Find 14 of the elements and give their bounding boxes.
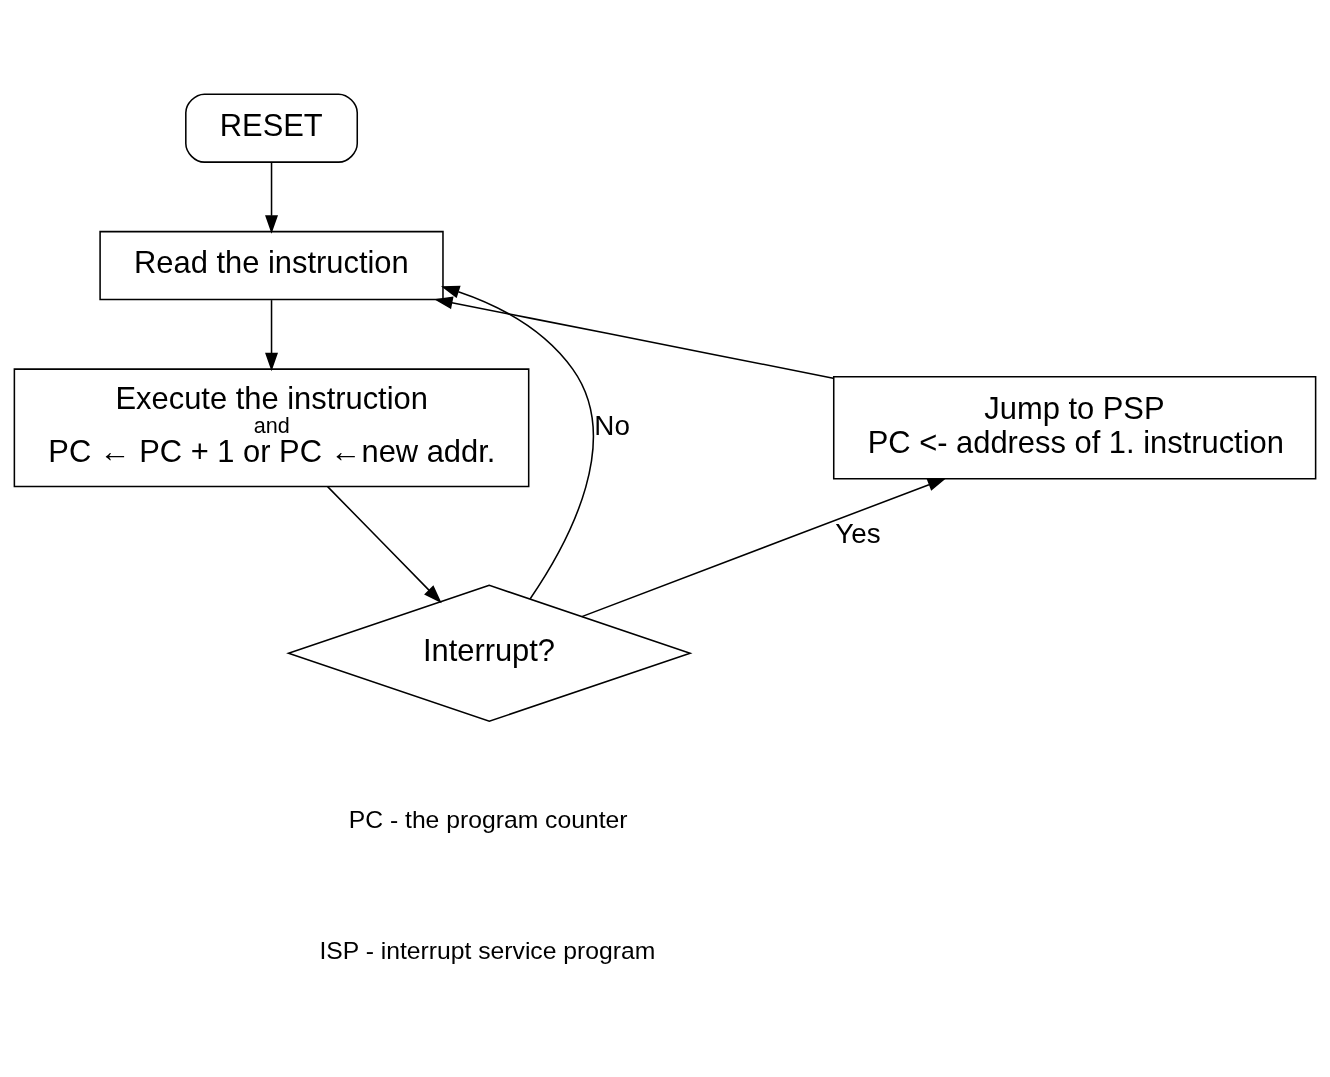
arrow: [265, 160, 279, 234]
arrow: [440, 285, 594, 599]
node-box: RESET: [185, 92, 358, 163]
node-box: Read the instruction: [99, 230, 444, 300]
node-box: Jump to PSP PC <- address of 1. instruction: [832, 375, 1317, 480]
label: ISP - interrupt service program: [319, 936, 656, 964]
edge-label: No: [594, 409, 630, 441]
arrow: [434, 295, 834, 379]
arrow: [326, 485, 442, 603]
label: PC - the program counter: [348, 805, 628, 833]
arrow: [265, 298, 279, 371]
edge-label: Yes: [835, 517, 881, 549]
node-box: Execute the instruction and PC ← PC + 1 or PC ←new addr.: [13, 367, 530, 487]
arrow: [581, 477, 947, 617]
